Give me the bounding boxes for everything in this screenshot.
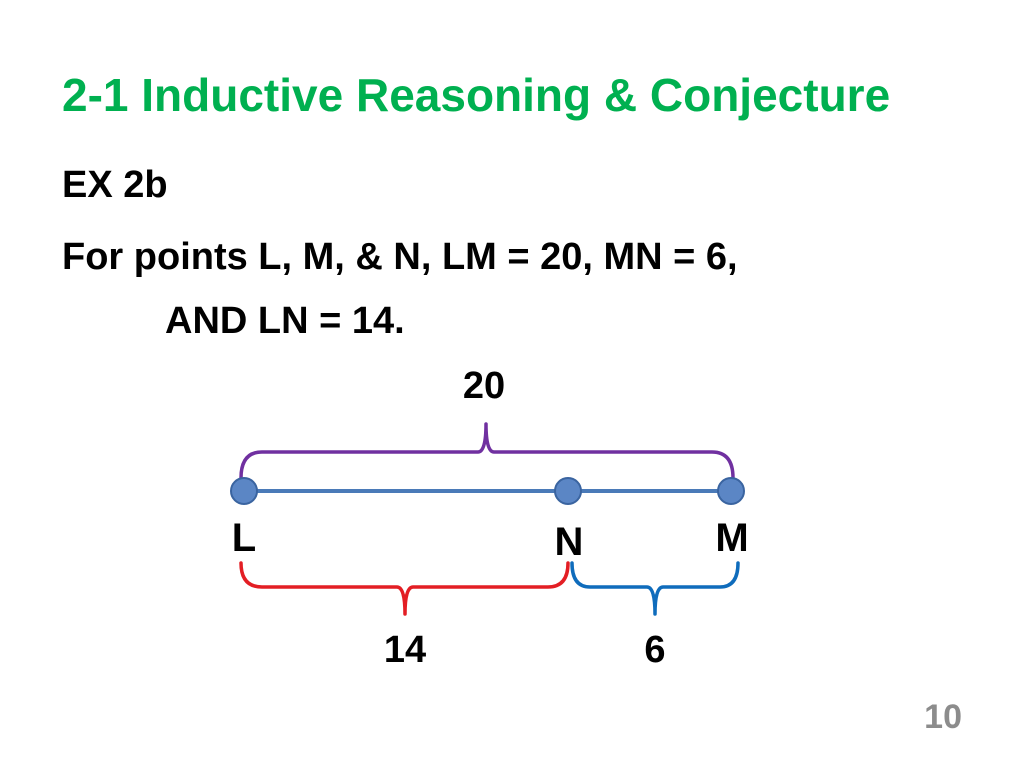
brace-nm (570, 561, 740, 616)
point-m (717, 477, 745, 505)
statement-line-1: For points L, M, & N, LM = 20, MN = 6, (62, 236, 738, 278)
point-n-label: N (555, 520, 584, 564)
point-m-label: M (715, 516, 748, 560)
point-l-label: L (232, 516, 256, 560)
slide-title: 2-1 Inductive Reasoning & Conjecture (62, 69, 891, 121)
point-l (230, 477, 258, 505)
example-label: EX 2b (62, 164, 168, 206)
measure-ln-label: 14 (384, 629, 426, 671)
point-n (554, 477, 582, 505)
brace-lm (239, 422, 735, 480)
page-number: 10 (924, 698, 962, 736)
measure-nm-label: 6 (644, 629, 665, 671)
statement-line-2: AND LN = 14. (165, 300, 405, 342)
brace-ln (239, 561, 570, 616)
measure-lm-label: 20 (463, 365, 505, 407)
